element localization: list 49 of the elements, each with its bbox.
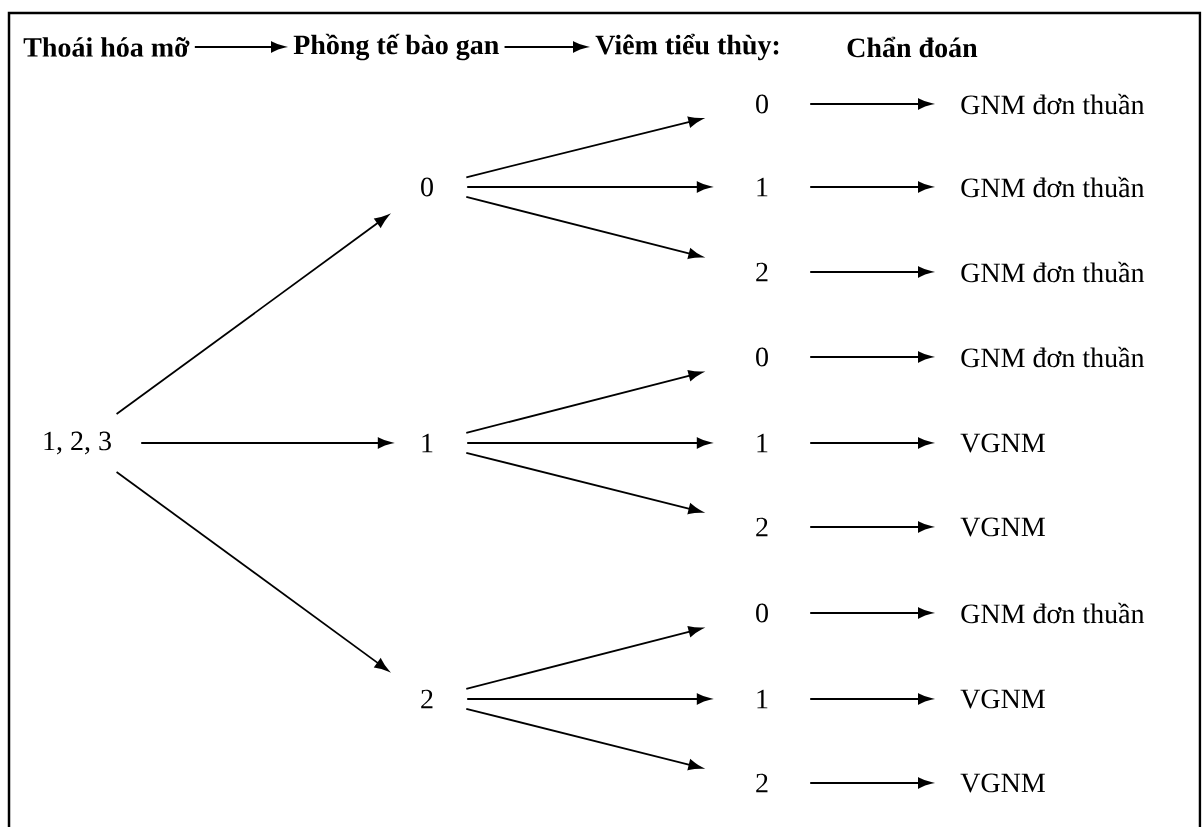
diagnosis-label: GNM đơn thuần <box>961 346 1145 368</box>
arrow <box>193 41 285 53</box>
arrow <box>466 181 711 193</box>
grade-label: 2 <box>756 517 768 537</box>
diagnosis-label: GNM đơn thuần <box>961 602 1145 624</box>
diagnosis-label: GNM đơn thuần <box>961 93 1145 115</box>
arrow <box>465 196 703 259</box>
grade-label: 0 <box>756 603 768 623</box>
arrow <box>465 116 703 179</box>
diagnosis-label: GNM đơn thuần <box>961 176 1145 198</box>
arrow <box>140 437 392 449</box>
arrow <box>809 693 932 705</box>
arrow <box>809 437 932 449</box>
arrow <box>115 214 389 415</box>
grade-label: 1 <box>757 689 768 709</box>
arrow <box>809 266 932 278</box>
column-heading: Chẩn đoán <box>847 36 978 58</box>
diagnosis-label: VGNM <box>960 433 1045 453</box>
diagnosis-label: GNM đơn thuần <box>961 261 1145 283</box>
grade-label: 1 <box>757 433 768 453</box>
grade-label: 2 <box>756 262 768 282</box>
arrow <box>465 626 703 690</box>
arrow <box>465 451 703 515</box>
grade-label: 0 <box>756 94 768 114</box>
arrow <box>809 351 932 363</box>
arrow <box>503 41 587 53</box>
arrow <box>809 607 932 619</box>
arrow <box>466 693 711 705</box>
grade-label: 0 <box>756 347 768 367</box>
arrow <box>809 777 932 789</box>
column-heading: Viêm tiểu thùy: <box>595 33 779 61</box>
grade-label: 1 <box>422 433 433 453</box>
diagnosis-label: VGNM <box>960 689 1045 709</box>
arrow <box>115 471 389 672</box>
arrow <box>809 521 932 533</box>
grade-label: 2 <box>421 689 433 709</box>
diagnosis-label: VGNM <box>960 773 1045 793</box>
arrow <box>465 707 703 771</box>
grade-label: 2 <box>756 773 768 793</box>
grade-label: 1, 2, 3 <box>44 431 111 455</box>
arrow <box>809 98 932 110</box>
grade-label: 1 <box>757 177 768 197</box>
arrow <box>465 370 703 434</box>
arrow <box>809 181 932 193</box>
column-heading: Thoái hóa mỡ <box>23 37 190 57</box>
grade-label: 0 <box>421 177 433 197</box>
diagnosis-label: VGNM <box>960 517 1045 537</box>
arrow <box>466 437 711 449</box>
column-heading: Phồng tế bào gan <box>293 33 499 61</box>
